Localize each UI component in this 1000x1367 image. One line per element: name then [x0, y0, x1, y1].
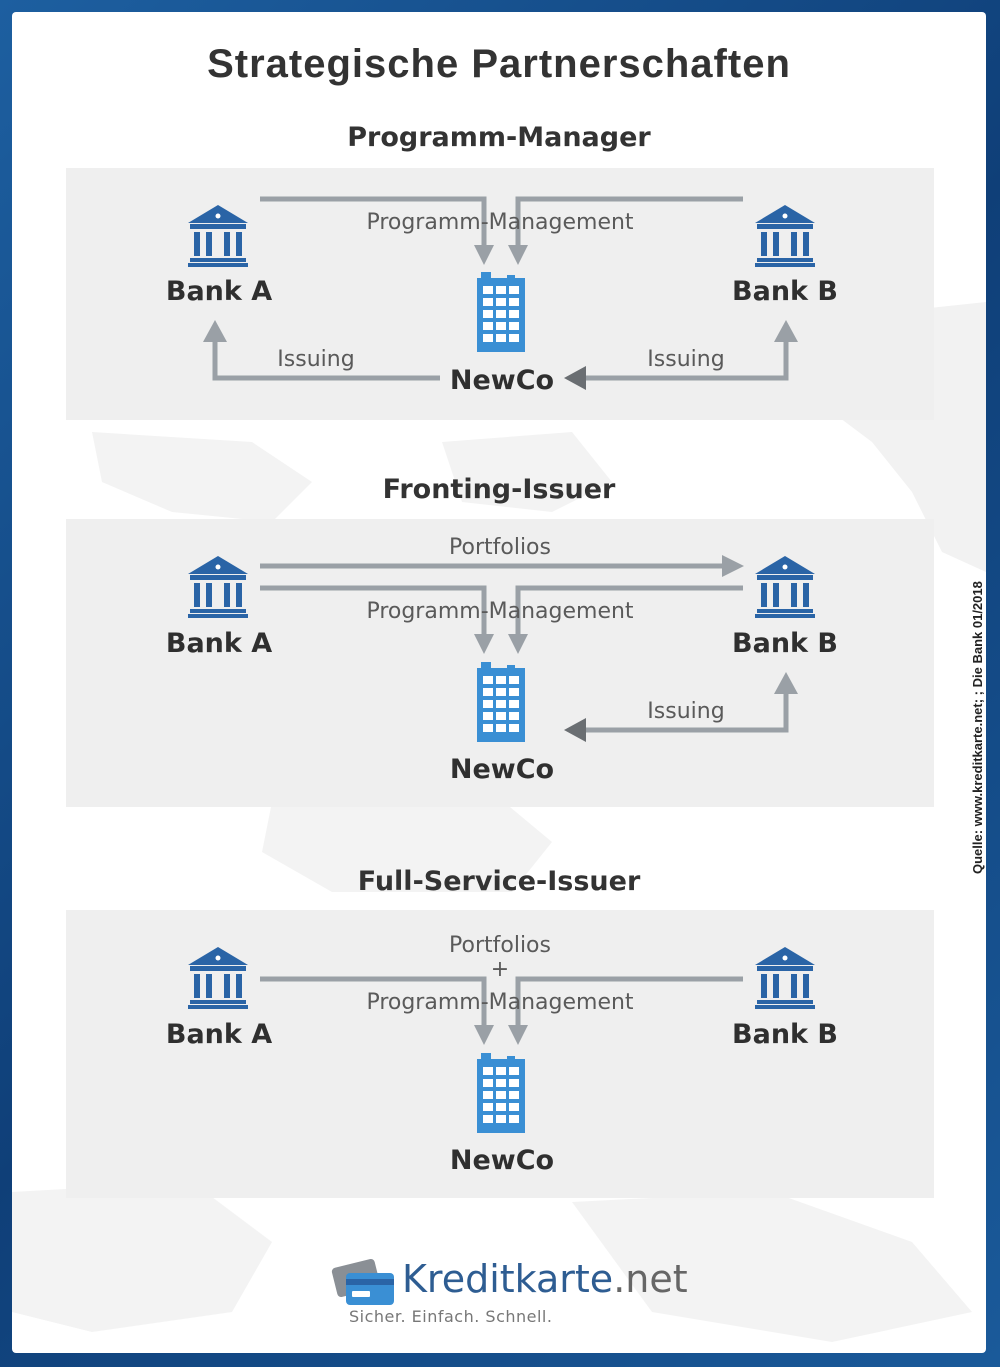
background-map: [12, 302, 986, 1342]
building-icon: [477, 1053, 525, 1133]
plus-label: +: [491, 957, 509, 982]
diagram-svg: Bank A Bank B NewCo Programm-Management …: [166, 196, 838, 1176]
bank-b-label: Bank B: [732, 628, 838, 659]
section-title-full-service-issuer: Full-Service-Issuer: [357, 866, 641, 897]
credit-card-icon: [331, 1258, 394, 1305]
bank-icon: [755, 205, 815, 267]
bank-icon: [188, 947, 248, 1009]
issuing-label-right: Issuing: [647, 699, 724, 724]
portfolios-label: Portfolios: [449, 933, 551, 958]
logo-tagline: Sicher. Einfach. Schnell.: [349, 1307, 553, 1326]
bank-icon: [188, 205, 248, 267]
bank-icon: [188, 556, 248, 618]
program-management-label: Programm-Management: [366, 990, 633, 1015]
bank-a-label: Bank A: [166, 628, 272, 659]
program-management-label: Programm-Management: [366, 210, 633, 235]
logo-name: Kreditkarte: [402, 1257, 614, 1301]
building-icon: [477, 272, 525, 352]
newco-label: NewCo: [450, 754, 554, 785]
program-management-label: Programm-Management: [366, 599, 633, 624]
pm-arrows: [203, 196, 798, 390]
issuing-label-left: Issuing: [277, 347, 354, 372]
fi-arrows: [260, 555, 798, 742]
bank-icon: [755, 947, 815, 1009]
issuing-label-right: Issuing: [647, 347, 724, 372]
bank-a-label: Bank A: [166, 276, 272, 307]
section-title-fronting-issuer: Fronting-Issuer: [382, 474, 616, 505]
fs-arrows: [260, 976, 743, 1045]
bank-a-label: Bank A: [166, 1019, 272, 1050]
section-title-programm-manager: Programm-Manager: [347, 122, 651, 153]
infographic-card: Strategische Partnerschaften Programm-Ma…: [12, 12, 986, 1353]
logo-wordmark: Kreditkarte.net: [402, 1257, 688, 1301]
bank-icon: [755, 556, 815, 618]
bank-b-label: Bank B: [732, 1019, 838, 1050]
kreditkarte-logo[interactable]: Kreditkarte.net Sicher. Einfach. Schnell…: [330, 1257, 730, 1337]
logo-tld: .net: [613, 1257, 688, 1301]
main-title: Strategische Partnerschaften: [207, 42, 791, 86]
bank-b-label: Bank B: [732, 276, 838, 307]
newco-label: NewCo: [450, 1145, 554, 1176]
source-note: Quelle: www.kreditkarte.net; ; Die Bank …: [970, 581, 985, 874]
portfolios-label: Portfolios: [449, 535, 551, 560]
newco-label: NewCo: [450, 365, 554, 396]
building-icon: [477, 662, 525, 742]
